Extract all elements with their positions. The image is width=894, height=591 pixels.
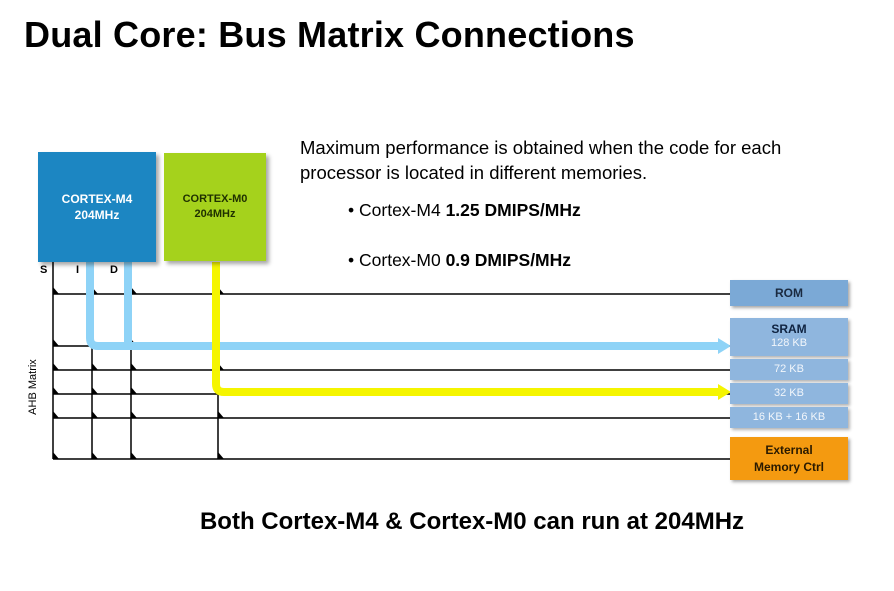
rom-block: ROM [730,280,848,306]
sram-bank-128-size: 128 KB [770,337,808,349]
cortex-m0-name: CORTEX-M0 [182,193,248,205]
cortex-m0-block: CORTEX-M0 204MHz [164,153,266,261]
m4-path-arrowhead [718,338,731,354]
port-i-label: I [76,264,80,276]
bullet-m4-value: 1.25 DMIPS/MHz [445,200,581,220]
m0-path [212,262,718,396]
bullet-m4-prefix: Cortex-M4 [359,200,441,220]
m4-code-path [86,262,718,350]
external-line2: Memory Ctrl [753,459,824,474]
sram-bank-72: 72 KB [730,359,848,380]
m0-path-arrowhead [718,384,731,400]
ahb-matrix-label: AHB Matrix [26,359,39,415]
cortex-m0-freq: 204MHz [194,208,236,220]
junction-markers [53,287,224,459]
sram-bank-128: SRAM 128 KB [730,318,848,356]
bullet-m0: • Cortex-M0 0.9 DMIPS/MHz [348,250,571,271]
bullet-m4: • Cortex-M4 1.25 DMIPS/MHz [348,200,581,221]
bullet-dot: • [348,250,355,270]
external-memory-ctrl-block: External Memory Ctrl [730,437,848,480]
bullet-m0-value: 0.9 DMIPS/MHz [445,250,572,270]
cortex-m4-freq: 204MHz [74,208,120,222]
sram-bank-16-16: 16 KB + 16 KB [730,407,848,428]
description-text: Maximum performance is obtained when the… [300,137,782,183]
footer-text: Both Cortex-M4 & Cortex-M0 can run at 20… [199,508,745,535]
sram-label: SRAM [771,322,807,336]
external-line1: External [765,442,813,457]
port-d-label: D [110,264,118,276]
sram-block: SRAM 128 KB 72 KB 32 KB 16 KB + 16 KB [730,318,848,428]
cortex-m4-name: CORTEX-M4 [61,192,133,206]
sram-bank-32: 32 KB [730,383,848,404]
cortex-m4-block: CORTEX-M4 204MHz [38,152,156,262]
page-title: Dual Core: Bus Matrix Connections [24,14,635,55]
bullet-dot: • [348,200,355,220]
port-s-label: S [40,264,48,276]
bullet-m0-prefix: Cortex-M0 [359,250,441,270]
